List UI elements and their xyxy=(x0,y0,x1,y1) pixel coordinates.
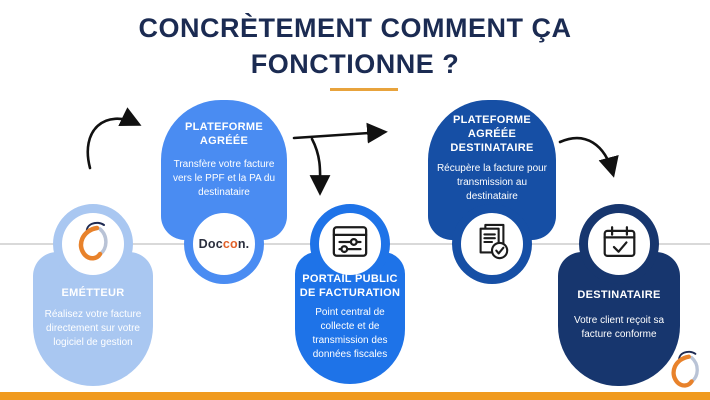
arrow-plateforme-to-portail-icon xyxy=(309,137,331,196)
step-pa-destinataire-circle xyxy=(452,204,532,284)
title-underline xyxy=(330,88,398,91)
arrow-pa-destinataire-to-destinataire-icon xyxy=(558,136,619,178)
step-portail-public-circle xyxy=(310,204,390,284)
window-sliders-icon xyxy=(331,225,369,263)
step-emetteur-description: Réalisez votre facture directement sur v… xyxy=(44,309,142,348)
wordmark-suffix: n. xyxy=(237,237,250,251)
page-title-line2: FONCTIONNE ? xyxy=(250,49,460,79)
step-destinataire-description: Votre client reçoit sa facture conforme xyxy=(573,315,665,340)
documents-check-icon xyxy=(473,223,511,266)
arrow-plateforme-to-pa-destinataire-icon xyxy=(292,122,388,144)
doccon-swoosh-icon xyxy=(72,219,114,270)
step-emetteur-circle xyxy=(53,204,133,284)
arrow-emetteur-to-plateforme-icon xyxy=(86,107,142,170)
bottom-accent-bar xyxy=(0,392,710,400)
step-pa-destinataire-description: Récupère la facture pour transmission au… xyxy=(436,163,548,202)
calendar-check-icon xyxy=(601,225,638,264)
wordmark-highlight: co xyxy=(222,237,238,251)
page-title-line1: CONCRÈTEMENT COMMENT ÇA xyxy=(138,13,572,43)
step-destinataire-title: DESTINATAIRE xyxy=(577,289,661,301)
step-plateforme-agreee-description: Transfère votre facture vers le PPF et l… xyxy=(172,159,276,198)
step-portail-public-title: PORTAIL PUBLIC DE FACTURATION xyxy=(299,273,401,299)
step-portail-public-description: Point central de collecte et de transmis… xyxy=(312,307,388,360)
step-destinataire-circle xyxy=(579,204,659,284)
step-pa-destinataire-title: PLATEFORME AGRÉÉE DESTINATAIRE xyxy=(450,114,534,154)
doccon-swoosh-icon xyxy=(666,348,704,397)
page-title: CONCRÈTEMENT COMMENT ÇA FONCTIONNE ? xyxy=(0,10,710,82)
wordmark-prefix: Doc xyxy=(198,237,223,251)
doccon-wordmark: Doccon. xyxy=(199,237,250,251)
step-plateforme-agreee-title: PLATEFORME AGRÉÉE xyxy=(185,121,263,147)
step-emetteur-title: EMÉTTEUR xyxy=(61,287,125,299)
step-plateforme-agreee-circle: Doccon. xyxy=(184,204,264,284)
